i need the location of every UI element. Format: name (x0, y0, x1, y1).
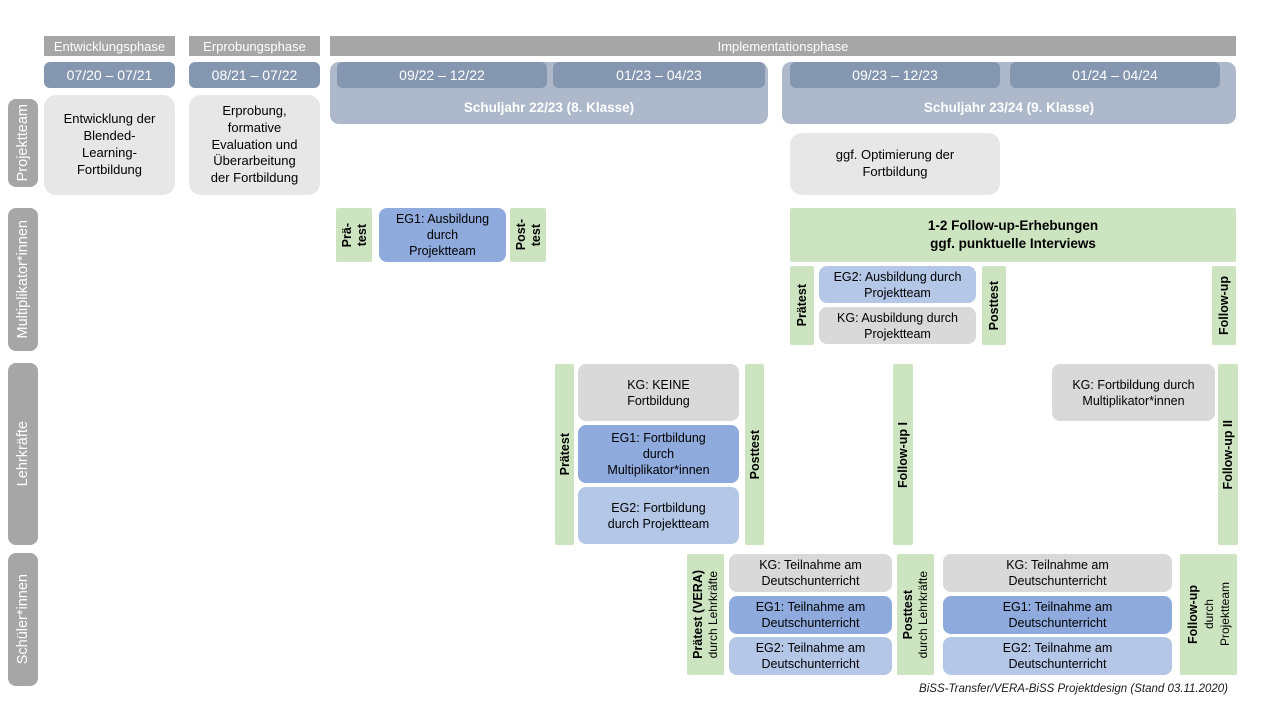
label-followup-multiplikator: Follow-up (1212, 266, 1236, 345)
praetest-text: Prätest (557, 433, 572, 476)
row-label-text: Projektteam (15, 104, 31, 182)
box-eg1-ausbildung-projektteam: EG1: Ausbildung durch Projektteam (379, 208, 506, 262)
box-eg2-deutschunterricht-2: EG2: Teilnahme am Deutschunterricht (943, 637, 1172, 675)
row-label-multiplikatorinnen: Multiplikator*innen (8, 208, 38, 351)
label-followup-1: Follow-up I (893, 364, 913, 545)
praetest-vera-sub: durch Lehrkräfte (706, 570, 720, 659)
row-label-text: Lehrkräfte (15, 421, 31, 487)
row-label-text: Schüler*innen (15, 574, 31, 665)
followup2-text: Follow-up II (1221, 419, 1235, 490)
posttest-text: Posttest (747, 429, 762, 480)
posttest-title: Posttest (901, 589, 915, 640)
label-followup-2: Follow-up II (1218, 364, 1238, 545)
followup-text: Follow-up (1217, 275, 1231, 335)
date-range-0720-0721: 07/20 – 07/21 (44, 62, 175, 88)
date-range-0124-0424: 01/24 – 04/24 (1010, 62, 1220, 88)
label-posttest-lehrkraefte: Posttest (745, 364, 764, 545)
phase-header-entwicklungsphase: Entwicklungsphase (44, 36, 175, 56)
label-praetest-vera: Prätest (VERA) durch Lehrkräfte (687, 554, 724, 675)
followup-title: Follow-up (1185, 584, 1200, 644)
followup-sub1: durch (1201, 599, 1216, 630)
footer-caption: BiSS-Transfer/VERA-BiSS Projektdesign (S… (919, 683, 1228, 695)
box-kg-keine-fortbildung: KG: KEINE Fortbildung (578, 364, 739, 421)
box-eg2-fortbildung-projektteam: EG2: Fortbildung durch Projektteam (578, 487, 739, 544)
banner-followup-erhebungen: 1-2 Follow-up-Erhebungen ggf. punktuelle… (790, 208, 1236, 262)
followup-sub2: Projektteam (1217, 582, 1232, 647)
box-kg-fortbildung-multiplikatoren: KG: Fortbildung durch Multiplikator*inne… (1052, 364, 1215, 421)
schoolyear-label: Schuljahr 23/24 (9. Klasse) (923, 100, 1095, 115)
posttest-line2: test (528, 223, 543, 247)
date-range-0922-1222: 09/22 – 12/22 (337, 62, 547, 88)
schoolyear-label: Schuljahr 22/23 (8. Klasse) (463, 100, 635, 115)
posttest-text: Posttest (987, 280, 1001, 331)
praetest-text: Prätest (795, 284, 809, 327)
date-range-0821-0722: 08/21 – 07/22 (189, 62, 320, 88)
label-praetest-2: Prätest (790, 266, 814, 345)
row-label-projektteam: Projektteam (8, 99, 38, 187)
phase-header-implementationsphase: Implementationsphase (330, 36, 1236, 56)
box-kg-ausbildung-projektteam: KG: Ausbildung durch Projektteam (819, 307, 976, 344)
box-entwicklung-fortbildung: Entwicklung der Blended- Learning- Fortb… (44, 95, 175, 195)
label-posttest-multiplikator: Post- test (510, 208, 546, 262)
box-kg-deutschunterricht-1: KG: Teilnahme am Deutschunterricht (729, 554, 892, 592)
praetest-line2: test (354, 223, 369, 247)
phase-header-erprobungsphase: Erprobungsphase (189, 36, 320, 56)
label-praetest-multiplikator: Prä- test (336, 208, 372, 262)
row-label-text: Multiplikator*innen (15, 220, 31, 339)
followup1-text: Follow-up I (896, 421, 910, 488)
label-praetest-lehrkraefte: Prätest (555, 364, 574, 545)
posttest-line1: Post- (513, 219, 528, 251)
date-range-0123-0423: 01/23 – 04/23 (553, 62, 765, 88)
date-range-0923-1223: 09/23 – 12/23 (790, 62, 1000, 88)
posttest-sub: durch Lehrkräfte (916, 570, 930, 659)
box-eg1-deutschunterricht-2: EG1: Teilnahme am Deutschunterricht (943, 596, 1172, 634)
box-erprobung-evaluation: Erprobung, formative Evaluation und Über… (189, 95, 320, 195)
box-eg2-ausbildung-projektteam: EG2: Ausbildung durch Projektteam (819, 266, 976, 303)
box-eg1-fortbildung-multiplikatoren: EG1: Fortbildung durch Multiplikator*inn… (578, 425, 739, 483)
label-posttest-2: Posttest (982, 266, 1006, 345)
box-eg1-deutschunterricht-1: EG1: Teilnahme am Deutschunterricht (729, 596, 892, 634)
box-eg2-deutschunterricht-1: EG2: Teilnahme am Deutschunterricht (729, 637, 892, 675)
box-optimierung-fortbildung: ggf. Optimierung der Fortbildung (790, 133, 1000, 195)
row-label-lehrkraefte: Lehrkräfte (8, 363, 38, 545)
praetest-vera-title: Prätest (VERA) (691, 570, 705, 659)
box-kg-deutschunterricht-2: KG: Teilnahme am Deutschunterricht (943, 554, 1172, 592)
label-followup-schueler: Follow-up durch Projektteam (1180, 554, 1237, 675)
praetest-line1: Prä- (339, 222, 354, 248)
label-posttest-schueler: Posttest durch Lehrkräfte (897, 554, 934, 675)
row-label-schuelerinnen: Schüler*innen (8, 553, 38, 686)
